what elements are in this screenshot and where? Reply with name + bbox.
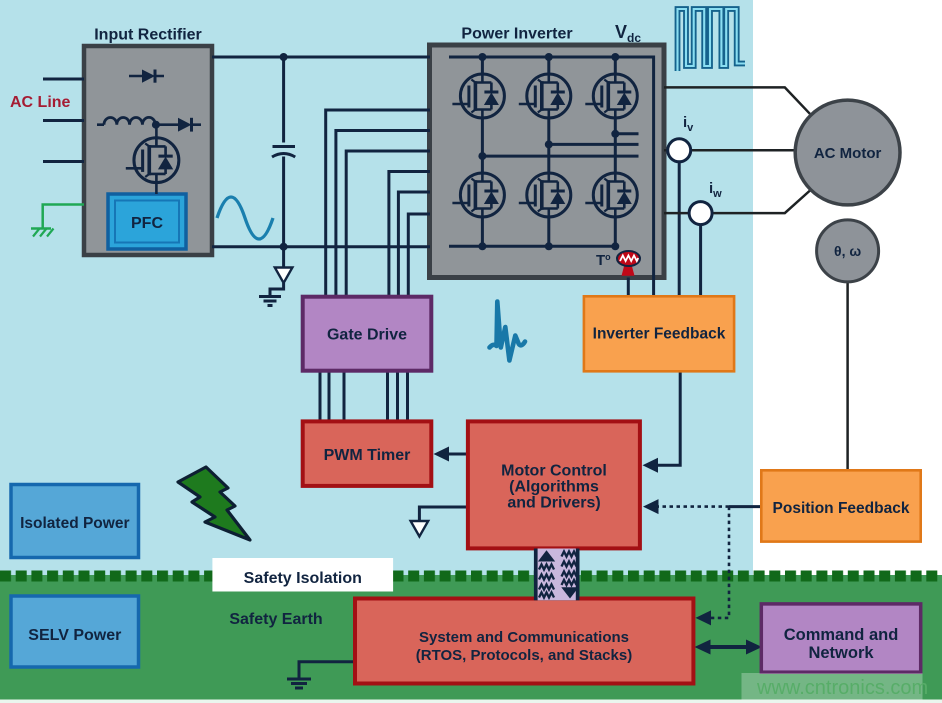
svg-text:Power Inverter: Power Inverter (461, 26, 572, 43)
svg-text:Input Rectifier: Input Rectifier (94, 27, 202, 44)
svg-text:Safety Earth: Safety Earth (229, 611, 322, 628)
svg-text:Inverter Feedback: Inverter Feedback (593, 326, 726, 343)
svg-text:PWM Timer: PWM Timer (324, 447, 411, 464)
svg-text:Gate Drive: Gate Drive (327, 327, 407, 344)
svg-text:iv: iv (683, 114, 694, 134)
svg-text:Motor Control: Motor Control (501, 463, 607, 480)
svg-text:and Drivers): and Drivers) (507, 495, 600, 512)
svg-text:AC Line: AC Line (10, 94, 71, 111)
svg-text:PFC: PFC (131, 215, 163, 232)
svg-text:AC Motor: AC Motor (814, 145, 882, 162)
svg-text:SELV Power: SELV Power (28, 627, 121, 644)
svg-text:System and Communications: System and Communications (419, 629, 629, 646)
svg-text:θ, ω: θ, ω (834, 243, 861, 259)
svg-text:Position Feedback: Position Feedback (773, 500, 910, 517)
svg-text:(RTOS, Protocols, and Stacks): (RTOS, Protocols, and Stacks) (416, 647, 632, 664)
svg-text:Isolated Power: Isolated Power (20, 515, 129, 532)
svg-text:Command and: Command and (784, 626, 899, 644)
svg-text:Safety Isolation: Safety Isolation (244, 570, 362, 587)
svg-text:www.cntronics.com: www.cntronics.com (756, 677, 928, 699)
svg-text:Network: Network (808, 644, 874, 662)
svg-text:(Algorithms: (Algorithms (509, 479, 599, 496)
